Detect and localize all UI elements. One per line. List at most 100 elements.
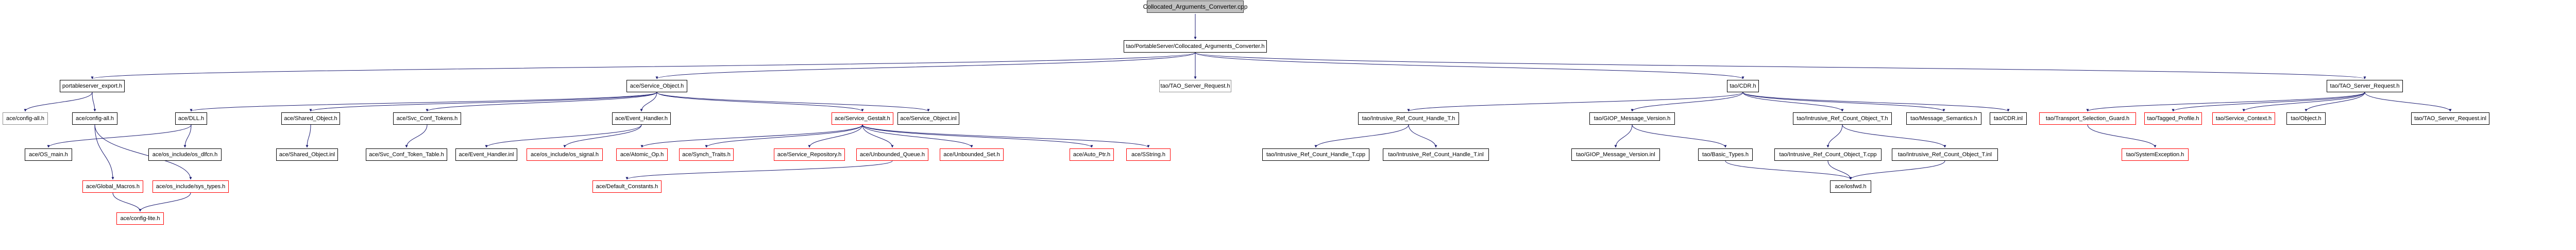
graph-node-n44[interactable]: tao/SystemException.h: [2122, 148, 2189, 161]
graph-node-label: tao/Intrusive_Ref_Count_Handle_T.cpp: [1266, 151, 1365, 158]
graph-edge: [2364, 92, 2452, 112]
graph-node-n39[interactable]: tao/Intrusive_Ref_Count_Handle_T.inl: [1383, 148, 1489, 161]
graph-node-n16[interactable]: tao/GIOP_Message_Version.h: [1589, 112, 1675, 125]
graph-node-n22[interactable]: tao/Service_Context.h: [2212, 112, 2275, 125]
graph-edge: [2304, 92, 2365, 112]
graph-node-n13[interactable]: ace/Service_Gestalt.h: [832, 112, 893, 125]
graph-edge: [1742, 92, 2010, 112]
graph-edge: [190, 92, 657, 112]
graph-node-n15[interactable]: tao/Intrusive_Ref_Count_Handle_T.h: [1358, 112, 1459, 125]
graph-node-n43[interactable]: tao/Intrusive_Ref_Count_Object_T.inl: [1892, 148, 1998, 161]
graph-node-n2[interactable]: tao/TAO_Server_Request.h: [1159, 80, 1231, 92]
graph-node-n0[interactable]: Collocated_Arguments_Converter.cpp: [1143, 1, 1247, 13]
graph-edge: [485, 124, 642, 148]
graph-node-n18[interactable]: tao/Message_Semantics.h: [1906, 112, 1981, 125]
graph-edge: [640, 124, 863, 148]
graph-edge: [625, 160, 893, 180]
graph-node-label: ace/Service_Object.inl: [900, 115, 957, 122]
graph-node-n20[interactable]: tao/Transport_Selection_Guard.h: [2039, 112, 2136, 125]
graph-node-label: tao/Object.h: [2291, 115, 2321, 122]
graph-node-n17[interactable]: tao/Intrusive_Ref_Count_Object_T.h: [1793, 112, 1892, 125]
graph-node-n31[interactable]: ace/Atomic_Op.h: [616, 148, 668, 161]
graph-node-n45[interactable]: ace/Global_Macros.h: [82, 180, 143, 193]
graph-node-n12[interactable]: ace/Event_Handler.h: [612, 112, 671, 125]
graph-node-n4[interactable]: ace/Service_Object.h: [626, 80, 687, 92]
graph-edge: [309, 92, 657, 112]
graph-node-n10[interactable]: ace/Shared_Object.h: [281, 112, 340, 125]
graph-node-n47[interactable]: ace/Default_Constants.h: [592, 180, 662, 193]
graph-node-n35[interactable]: ace/Unbounded_Set.h: [940, 148, 1004, 161]
graph-node-label: ace/config-all.h: [6, 115, 44, 122]
graph-node-n40[interactable]: tao/GIOP_Message_Version.inl: [1571, 148, 1660, 161]
graph-node-n28[interactable]: ace/Svc_Conf_Token_Table.h: [366, 148, 447, 161]
graph-node-n19[interactable]: tao/CDR.inl: [1990, 112, 2027, 125]
graph-edge: [2087, 124, 2157, 148]
graph-node-n1[interactable]: tao/PortableServer/Collocated_Arguments_…: [1124, 40, 1267, 53]
graph-edge: [1742, 92, 1844, 112]
graph-node-n38[interactable]: tao/Intrusive_Ref_Count_Handle_T.cpp: [1262, 148, 1369, 161]
graph-node-n25[interactable]: ace/OS_main.h: [25, 148, 72, 161]
graph-node-label: tao/CDR.h: [1730, 82, 1756, 89]
graph-node-n14[interactable]: ace/Service_Object.inl: [897, 112, 959, 125]
graph-edge: [405, 124, 428, 148]
graph-node-n32[interactable]: ace/Synch_Traits.h: [679, 148, 734, 161]
graph-node-label: ace/Service_Gestalt.h: [835, 115, 890, 122]
graph-edge: [656, 92, 864, 112]
graph-edge: [1725, 160, 1852, 180]
graph-node-label: tao/Service_Context.h: [2215, 115, 2272, 122]
graph-node-n37[interactable]: ace/SString.h: [1126, 148, 1171, 161]
graph-edge: [862, 124, 1150, 148]
graph-node-label: tao/Intrusive_Ref_Count_Object_T.cpp: [1779, 151, 1877, 158]
graph-node-n46[interactable]: ace/os_include/sys_types.h: [152, 180, 229, 193]
graph-node-n48[interactable]: ace/iosfwd.h: [1830, 180, 1871, 193]
graph-node-n9[interactable]: ace/DLL.h: [175, 112, 207, 125]
graph-node-label: tao/Basic_Types.h: [1702, 151, 1749, 158]
graph-edge: [808, 124, 863, 148]
graph-node-label: ace/Service_Object.h: [630, 82, 684, 89]
graph-edge: [862, 124, 894, 148]
graph-edge: [862, 124, 973, 148]
graph-node-n49[interactable]: ace/config-lite.h: [116, 212, 164, 225]
graph-node-label: ace/Auto_Ptr.h: [1073, 151, 1111, 158]
graph-node-n8[interactable]: ace/config-all.h: [72, 112, 117, 125]
graph-edge: [1631, 92, 1743, 112]
graph-node-n24[interactable]: tao/TAO_Server_Request.inl: [2411, 112, 2489, 125]
graph-node-label: tao/PortableServer/Collocated_Arguments_…: [1126, 43, 1265, 49]
graph-node-n36[interactable]: ace/Auto_Ptr.h: [1070, 148, 1114, 161]
graph-node-label: tao/Intrusive_Ref_Count_Handle_T.h: [1362, 115, 1455, 122]
graph-node-n34[interactable]: ace/Unbounded_Queue.h: [856, 148, 928, 161]
graph-node-n26[interactable]: ace/os_include/os_dlfcn.h: [148, 148, 222, 161]
graph-node-label: tao/Message_Semantics.h: [1910, 115, 1977, 122]
graph-node-label: tao/TAO_Server_Request.h: [2330, 82, 2400, 89]
graph-edge: [47, 124, 192, 148]
graph-node-n30[interactable]: ace/os_include/os_signal.h: [527, 148, 603, 161]
graph-edge: [1632, 124, 1727, 148]
graph-edge: [2086, 92, 2365, 112]
graph-node-n5[interactable]: tao/CDR.h: [1727, 80, 1759, 92]
graph-node-n3[interactable]: portableserver_export.h: [60, 80, 125, 92]
graph-node-n29[interactable]: ace/Event_Handler.inl: [455, 148, 517, 161]
graph-node-n21[interactable]: tao/Tagged_Profile.h: [2144, 112, 2202, 125]
graph-node-n11[interactable]: ace/Svc_Conf_Tokens.h: [393, 112, 461, 125]
graph-node-label: ace/Unbounded_Queue.h: [860, 151, 925, 158]
graph-node-n42[interactable]: tao/Intrusive_Ref_Count_Object_T.cpp: [1774, 148, 1882, 161]
graph-node-label: tao/Intrusive_Ref_Count_Handle_T.inl: [1388, 151, 1484, 158]
graph-node-label: tao/Intrusive_Ref_Count_Object_T.inl: [1897, 151, 1992, 158]
graph-node-label: tao/Transport_Selection_Guard.h: [2045, 115, 2130, 122]
graph-edge: [1408, 124, 1437, 148]
graph-edge: [1826, 124, 1843, 148]
graph-node-n7[interactable]: ace/config-all.h: [3, 112, 48, 125]
graph-node-label: ace/SString.h: [1131, 151, 1166, 158]
graph-edge: [112, 192, 142, 212]
graph-node-n27[interactable]: ace/Shared_Object.inl: [276, 148, 338, 161]
graph-node-n23[interactable]: tao/Object.h: [2286, 112, 2326, 125]
graph-node-label: ace/Shared_Object.h: [284, 115, 337, 122]
graph-edge: [705, 124, 863, 148]
graph-node-n6[interactable]: tao/TAO_Server_Request.h: [2327, 80, 2403, 92]
graph-node-label: ace/Synch_Traits.h: [682, 151, 731, 158]
graph-node-n33[interactable]: ace/Service_Repository.h: [774, 148, 845, 161]
graph-node-n41[interactable]: tao/Basic_Types.h: [1698, 148, 1753, 161]
graph-node-label: Collocated_Arguments_Converter.cpp: [1143, 3, 1248, 10]
graph-node-label: tao/TAO_Server_Request.inl: [2414, 115, 2486, 122]
